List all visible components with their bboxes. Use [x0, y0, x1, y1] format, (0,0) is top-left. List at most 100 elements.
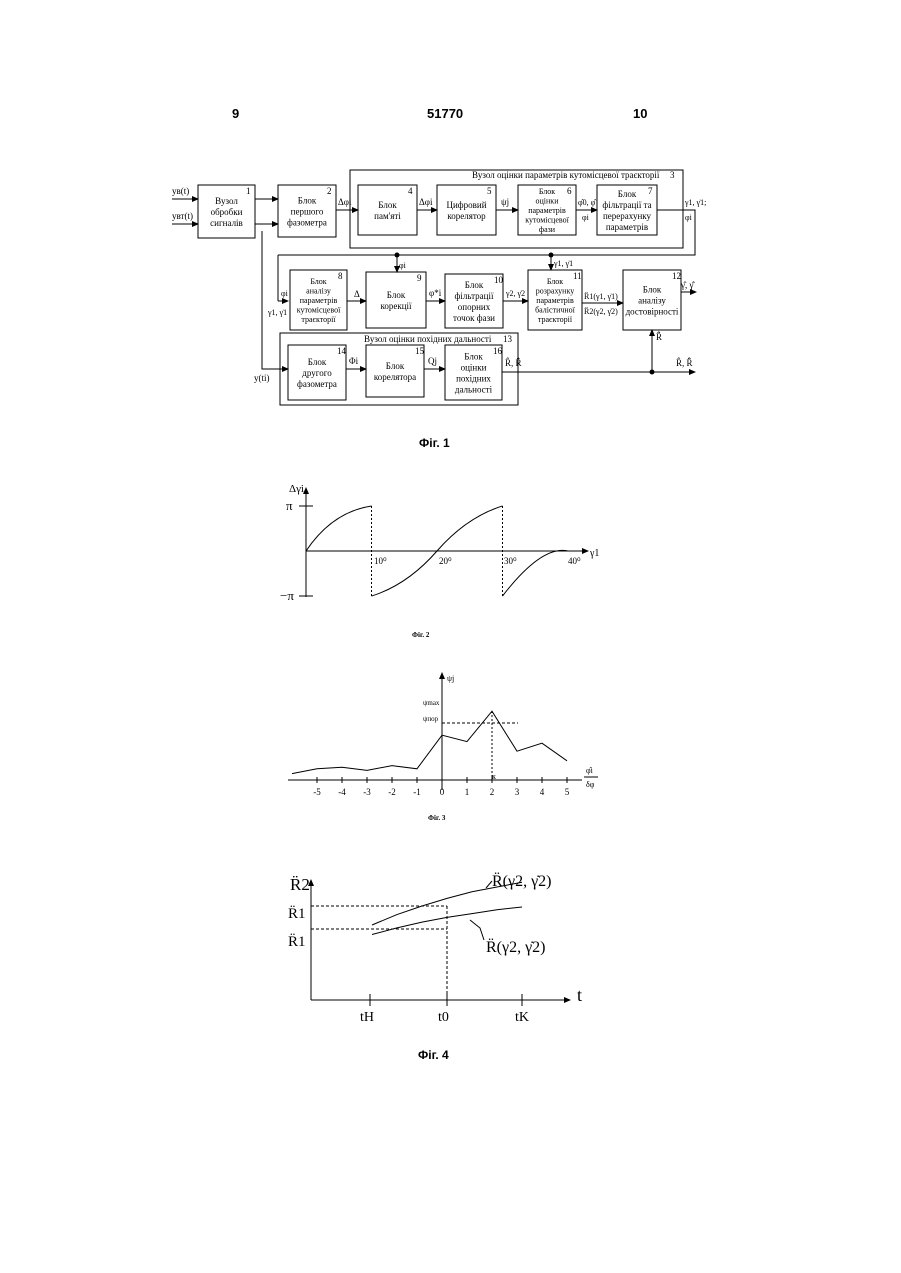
fig3-x-tick-label: -2: [388, 787, 396, 797]
label-gamma-left: γ1, γ̇1: [267, 308, 287, 317]
block-10-label: Блок: [465, 280, 484, 290]
label-r2: R̈2(γ2, γ̇2): [584, 307, 618, 316]
fig3-x-tick-label: 4: [540, 787, 545, 797]
label-dphi-a: Δφi: [338, 197, 352, 207]
block-16-label: дальності: [455, 384, 493, 394]
block-7-label: параметрів: [606, 222, 648, 232]
block-12-number: 12: [672, 271, 681, 281]
fig3-x-tick-label: 3: [515, 787, 520, 797]
label-input-1: yв(t): [172, 186, 189, 196]
fig2-segment: [306, 506, 372, 551]
fig1-caption: Фіг. 1: [419, 436, 450, 450]
block-7-label: перерахунку: [603, 211, 652, 221]
label-dphi-b: Δφi: [419, 197, 433, 207]
fig3-x-tick-label: -3: [363, 787, 371, 797]
block-11-label: балістичної: [535, 305, 576, 314]
fig2-caption: Фіг. 2: [412, 631, 430, 639]
block-14-number: 14: [337, 346, 347, 356]
label-R-right: R̂, R̂̈: [676, 357, 693, 368]
block-16-number: 16: [493, 346, 503, 356]
block-14-label: Блок: [308, 357, 327, 367]
fig3-marker-label: к: [492, 772, 496, 781]
fig2-tick-label-pi: π: [286, 498, 293, 513]
block-4-label: пам'яті: [374, 211, 401, 221]
block-16-label: оцінки: [461, 362, 487, 372]
block-4-number: 4: [408, 186, 413, 196]
block-6-label: параметрів: [528, 206, 566, 215]
fig2-x-tick-20: 20⁰: [439, 556, 452, 566]
fig3-tick-threshold: ψпор: [423, 715, 439, 723]
block-5-label: корелятор: [447, 211, 486, 221]
block-16-label: похідних: [456, 373, 491, 383]
block-1-label: Вузол: [215, 196, 238, 206]
fig3-x-tick-label: 0: [440, 787, 445, 797]
block-12-label: аналізу: [638, 295, 666, 305]
junction-dot: [549, 253, 554, 258]
label-phi-est: φ̂0, φ̂: [578, 198, 597, 207]
label-psi: ψj: [501, 197, 509, 207]
label-out-12: γ̂, γ̂̇: [680, 280, 695, 290]
chart-fig3: -5-4-3-2-1012345 ψj ψmax ψпор к φ̂i δφ: [288, 673, 598, 797]
fig4-x-label: t: [577, 985, 582, 1005]
block-10-label: опорних: [458, 302, 491, 312]
block-8-label: кутомісцевої: [297, 305, 341, 314]
block-8-label: параметрів: [300, 296, 338, 305]
block-11-label: Блок: [547, 277, 563, 286]
block-9-number: 9: [417, 273, 422, 283]
block-8-label: Блок: [310, 277, 326, 286]
junction-dot: [650, 370, 655, 375]
label-Phi: Φi: [349, 356, 359, 366]
fig4-x-tick-tK: tK: [515, 1010, 529, 1025]
label-R-up: R̂̈: [656, 331, 662, 342]
label-phi-i-b: φi: [685, 213, 693, 222]
fig4-x-tick-t0: t0: [438, 1010, 449, 1025]
fig4-y-tick-upper: R̈1: [288, 905, 306, 922]
block-2-label: першого: [291, 206, 324, 216]
block-10-label: фільтрації: [455, 291, 494, 301]
block-1-label: сигналів: [210, 218, 243, 228]
block-8-label: аналізу: [306, 286, 331, 295]
label-delta: Δ: [354, 289, 360, 299]
block-10-number: 10: [494, 275, 504, 285]
label-phi-i-a: φi: [582, 213, 590, 222]
block-8-number: 8: [338, 271, 343, 281]
fig3-x-label-den: δφ: [586, 780, 595, 789]
label-input-3: y(ti): [254, 373, 270, 383]
fig2-x-tick-10: 10⁰: [374, 556, 387, 566]
block-5-number: 5: [487, 186, 492, 196]
block-8-label: траєкторії: [301, 315, 336, 324]
block-9-label: корекції: [380, 301, 412, 311]
block-12-label: достовірності: [626, 306, 679, 316]
block-11-label: траєкторії: [538, 315, 573, 324]
block-5-label: Цифровий: [446, 200, 486, 210]
block-2-label: Блок: [298, 195, 317, 205]
block-11-label: параметрів: [536, 296, 574, 305]
block-6-label: кутомісцевої: [525, 215, 569, 224]
block-15-number: 15: [415, 346, 425, 356]
block-6-number: 6: [567, 186, 572, 196]
fig4-lower-curve-label: R̈(γ2, γ̇2): [486, 938, 545, 956]
fig4-upper-curve-label: R̈(γ2, γ̇2): [492, 872, 551, 890]
fig2-x-tick-30: 30⁰: [504, 556, 517, 566]
block-12-label: Блок: [643, 284, 662, 294]
fig3-x-tick-label: 5: [565, 787, 570, 797]
label-gamma2: γ2, γ̇2: [505, 289, 525, 298]
fig2-x-tick-40: 40⁰: [568, 556, 581, 566]
label-input-2: yвт(t): [172, 211, 193, 221]
block-11-label: розрахунку: [536, 286, 574, 295]
block-7-number: 7: [648, 186, 653, 196]
fig3-y-label: ψj: [447, 674, 454, 683]
label-R-out: R̂, R̂̈: [505, 357, 522, 368]
block-14-label: другого: [302, 368, 332, 378]
block-1-label: обробки: [211, 207, 243, 217]
fig4-caption: Фіг. 4: [418, 1048, 449, 1062]
group-13-number: 13: [503, 334, 513, 344]
fig4-y-label: R̈2: [290, 875, 310, 894]
block-2-number: 2: [327, 186, 332, 196]
block-6-label: фази: [539, 225, 556, 234]
group-3-number: 3: [670, 170, 675, 180]
fig4-x-tick-tH: tH: [360, 1010, 374, 1025]
label-Q: Qj: [428, 356, 437, 366]
label-gamma-out: γ1, γ̇1;: [684, 198, 706, 207]
